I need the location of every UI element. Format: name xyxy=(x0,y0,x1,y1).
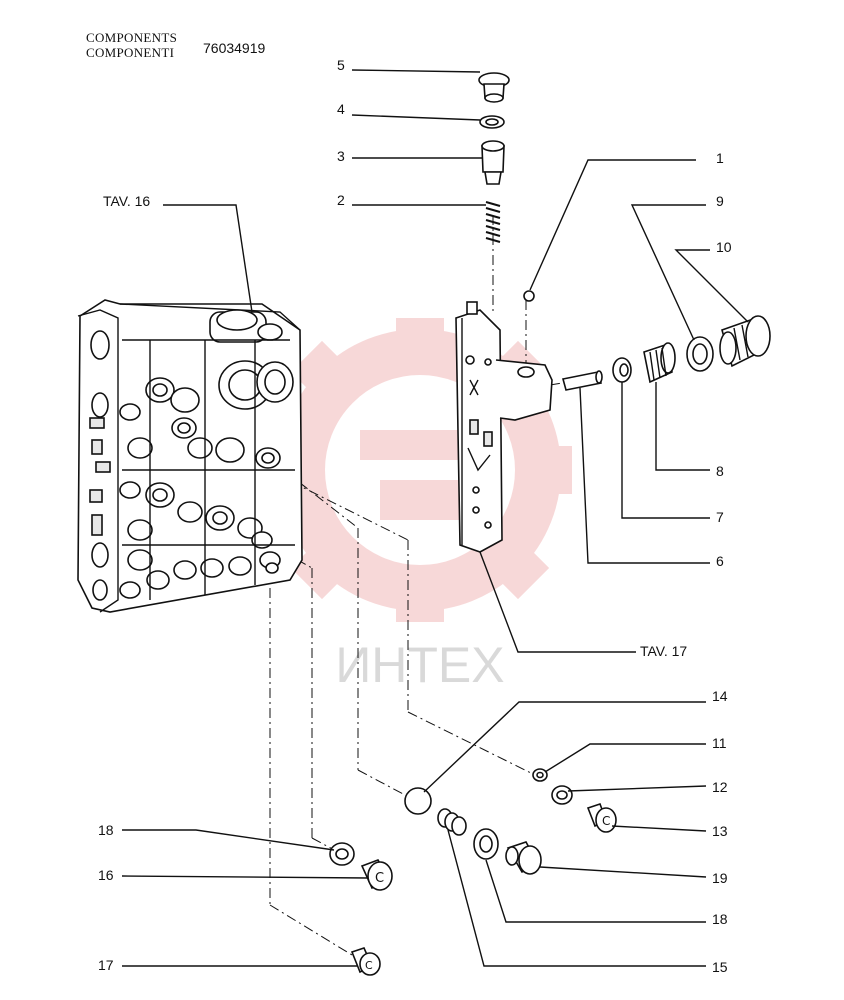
callout-3: 3 xyxy=(337,148,345,164)
plug-19 xyxy=(505,841,542,875)
o-ring-18-left xyxy=(329,842,355,866)
callout-8: 8 xyxy=(716,463,724,479)
callout-7: 7 xyxy=(716,509,724,525)
filter-8 xyxy=(643,342,676,384)
callout-18-left: 18 xyxy=(98,822,114,838)
valve-3 xyxy=(481,140,505,185)
callout-14: 14 xyxy=(712,688,728,704)
callout-11: 11 xyxy=(712,735,727,751)
svg-text:C: C xyxy=(602,814,610,828)
ball-1 xyxy=(523,290,535,302)
plug-5 xyxy=(478,72,510,103)
header-components-en: COMPONENTS xyxy=(86,30,178,45)
header-block: COMPONENTS COMPONENTI xyxy=(86,30,177,60)
callout-13: 13 xyxy=(712,823,728,839)
ring-7 xyxy=(612,357,632,383)
callout-18-right: 18 xyxy=(712,911,728,927)
callout-5: 5 xyxy=(337,57,345,73)
callout-12: 12 xyxy=(712,779,728,795)
callout-6: 6 xyxy=(716,553,724,569)
watermark-text: ИНТЕХ xyxy=(335,637,504,693)
callout-19: 19 xyxy=(712,870,728,886)
callout-2: 2 xyxy=(337,192,345,208)
callout-9: 9 xyxy=(716,193,724,209)
plug-16: C xyxy=(360,859,393,891)
callout-1: 1 xyxy=(716,150,724,166)
callout-tav-16: TAV. 16 xyxy=(103,193,150,209)
o-ring-18-center xyxy=(473,828,499,860)
ball-14 xyxy=(404,787,432,815)
pin-6 xyxy=(562,370,603,391)
header-components-it: COMPONENTI xyxy=(86,45,175,60)
o-ring-4 xyxy=(479,115,505,129)
plug-10 xyxy=(719,315,771,368)
callout-labels: 5 4 3 2 1 9 10 8 7 6 TAV. 17 TAV. 16 14 … xyxy=(98,57,732,975)
separator-plate xyxy=(455,301,553,553)
callout-10: 10 xyxy=(716,239,732,255)
callout-17: 17 xyxy=(98,957,114,973)
callout-16: 16 xyxy=(98,867,114,883)
callout-15: 15 xyxy=(712,959,728,975)
svg-text:C: C xyxy=(365,959,373,972)
plug-17: C xyxy=(350,947,381,976)
plug-13: C xyxy=(586,802,617,833)
valve-body-housing xyxy=(77,299,303,613)
spring-15 xyxy=(437,808,467,836)
callout-4: 4 xyxy=(337,101,345,117)
leader-lines xyxy=(121,69,749,967)
o-ring-11 xyxy=(532,768,548,782)
callout-tav-17: TAV. 17 xyxy=(640,643,687,659)
spring-2 xyxy=(485,201,501,243)
o-ring-12 xyxy=(551,785,573,805)
part-number: 76034919 xyxy=(203,40,266,56)
svg-text:C: C xyxy=(375,871,384,886)
o-ring-9 xyxy=(686,336,714,372)
